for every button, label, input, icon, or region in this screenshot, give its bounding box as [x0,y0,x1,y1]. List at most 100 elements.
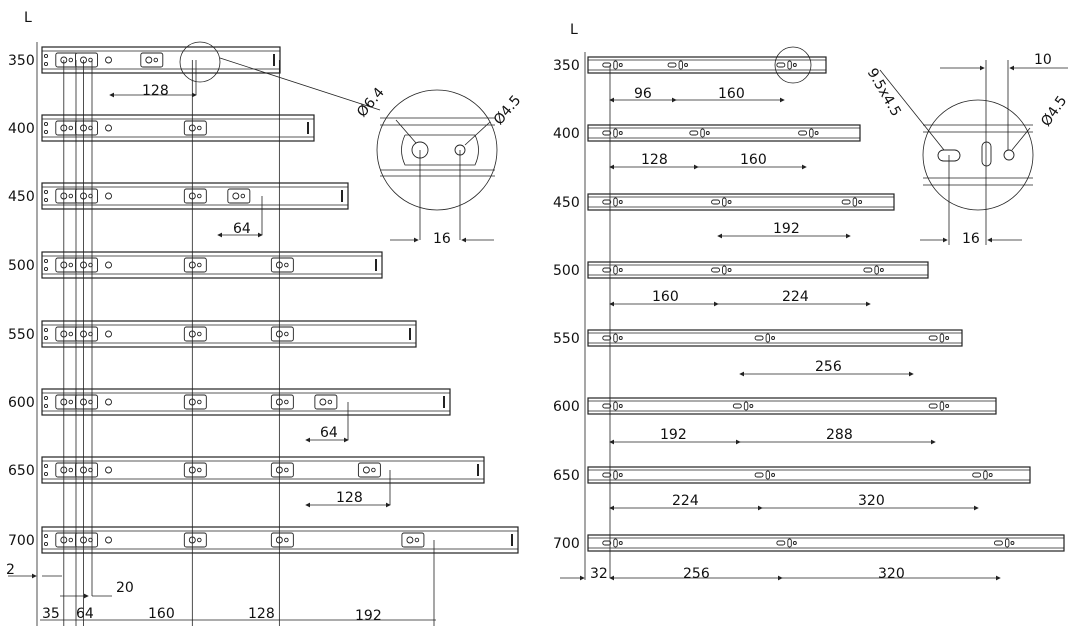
dim-r700-320: 320 [878,566,905,582]
rail-body [587,466,1031,484]
left-dimensions: 128 64 64 128 2 20 35 64 160 128 192 [6,83,436,624]
dim-r700-256: 256 [683,566,710,582]
small-hole-icon [705,131,710,135]
slot-hole-icon [841,199,851,205]
small-hole-icon [814,131,819,135]
small-hole-icon [771,473,776,477]
right-length-label-700: 700 [553,536,580,552]
slot-hole-icon [689,130,699,136]
dim-r600-288: 288 [826,427,853,443]
dim-r400-160: 160 [740,152,767,168]
dim-bottom-35: 35 [42,606,60,622]
detail-small-hole-label: Ø4.5 [491,92,525,128]
left-rail-500: 500 [8,251,383,279]
dim-offset-2: 2 [6,562,15,578]
slot-hole-icon [602,267,612,273]
right-length-label-450: 450 [553,195,580,211]
dim-600-64: 64 [320,425,338,441]
dim-r400-128: 128 [641,152,668,168]
small-slot-icon [105,56,112,64]
dim-350-128: 128 [142,83,169,99]
small-hole-icon [1010,541,1015,545]
rail-body [587,124,861,142]
small-hole-icon [618,131,623,135]
small-hole-icon [771,336,776,340]
right-rail-500: 500 [553,261,929,279]
small-hole-icon [618,200,623,204]
right-rail-600: 600 [553,397,997,415]
small-slot-icon [105,398,112,406]
small-hole-icon [858,200,863,204]
rail-body [587,56,827,74]
detail-small-hole-label-right: Ø4.5 [1038,93,1070,129]
left-rail-400: 400 [8,114,315,142]
vertical-slot-icon [613,401,618,411]
vertical-slot-icon [787,60,792,70]
slot-hole-icon [602,335,612,341]
right-rail-450: 450 [553,193,895,211]
small-hole-icon [988,473,993,477]
slot-hole-icon [602,130,612,136]
rail-body [587,261,929,279]
right-length-label-600: 600 [553,399,580,415]
dim-bottom-192: 192 [355,608,382,624]
dim-r500-224: 224 [782,289,809,305]
slot-hole-icon [754,472,764,478]
slot-hole-icon [928,403,938,409]
slot-hole-icon [711,267,721,273]
left-rail-350: 350 [8,46,281,74]
left-length-label-600: 600 [8,395,35,411]
slot-hole-icon [711,199,721,205]
slot-hole-icon [863,267,873,273]
left-rail-700: 700 [8,526,519,554]
right-length-label-550: 550 [553,331,580,347]
right-dimensions: 96 160 128 160 192 160 224 256 192 288 2… [560,86,1001,582]
detail-spacing-16: 16 [962,231,980,247]
slot-hole-icon [972,472,982,478]
dim-r550-256: 256 [815,359,842,375]
slot-hole-icon [928,335,938,341]
left-length-label-350: 350 [8,53,35,69]
vertical-slot-icon [874,265,879,275]
dim-r500-160: 160 [652,289,679,305]
vertical-slot-icon [613,197,618,207]
vertical-slot-icon [743,401,749,411]
dim-r-offset-32: 32 [590,566,608,582]
dim-offset-20: 20 [116,580,134,596]
vertical-slot-icon [613,60,618,70]
vertical-slot-icon [1004,538,1010,548]
small-hole-icon [684,63,688,67]
dim-650-128: 128 [336,490,363,506]
left-length-label-500: 500 [8,258,35,274]
dim-r650-320: 320 [858,493,885,509]
right-length-header: L [570,22,578,38]
slot-hole-icon [732,403,742,409]
detail-spacing-label: 16 [433,231,451,247]
left-rail-450: 450 [8,182,349,210]
vertical-slot-icon [722,197,727,207]
left-length-header: L [24,10,32,26]
dim-bottom-64: 64 [76,606,94,622]
small-hole-icon [749,404,754,408]
vertical-slot-icon [787,538,792,548]
vertical-slot-icon [809,128,814,138]
detail-top-10: 10 [1034,52,1052,68]
left-rail-600: 600 [8,388,451,416]
slot-hole-icon [776,540,786,546]
slot-hole-icon [754,335,764,341]
small-hole-icon [792,63,797,67]
small-hole-icon [945,336,950,340]
small-slot-icon [105,192,112,200]
small-hole-icon [879,268,884,272]
vertical-slot-icon [722,265,727,275]
left-length-label-700: 700 [8,533,35,549]
dim-r450-192: 192 [773,221,800,237]
slot-hole-icon [993,540,1003,546]
small-hole-icon [618,268,623,272]
dim-r600-192: 192 [660,427,687,443]
dim-r350-96: 96 [634,86,652,102]
right-rail-350: 350 [553,56,827,74]
